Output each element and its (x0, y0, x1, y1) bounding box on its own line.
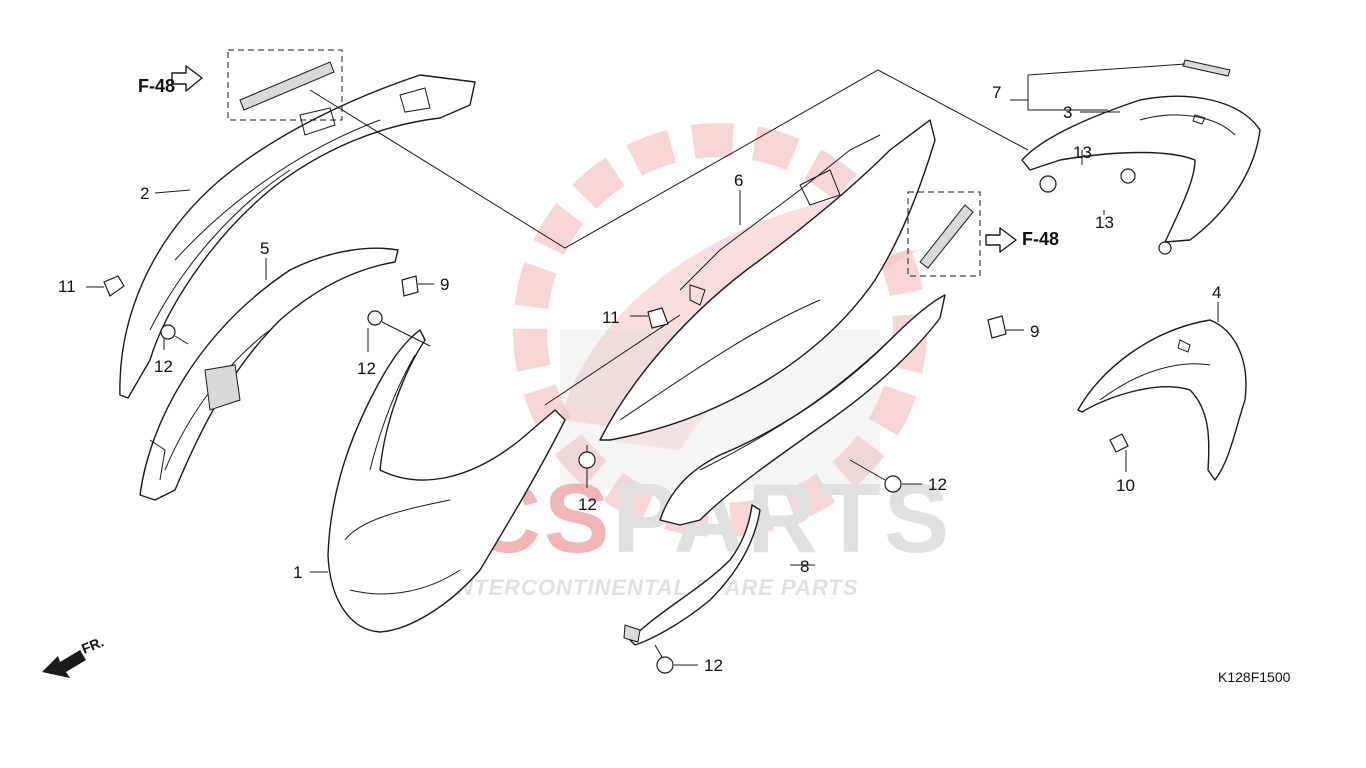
fastener-12-e (654, 644, 674, 674)
callout-9-left: 9 (440, 275, 449, 294)
part-6-cover (599, 119, 936, 441)
callout-2: 2 (140, 184, 149, 203)
part-1-cover (327, 329, 566, 633)
callout-12-e: 12 (704, 656, 723, 675)
f48-right-label: F-48 (1022, 229, 1059, 249)
fastener-9-right (987, 315, 1007, 339)
callout-4: 4 (1212, 283, 1221, 302)
assembly-lines (309, 63, 1186, 406)
fastener-12-b (367, 310, 431, 347)
f48-left-arrow (171, 65, 203, 92)
diagram-code: K128F1500 (1218, 669, 1291, 685)
decal-right-box (907, 191, 981, 277)
callout-leaders (86, 99, 1219, 666)
callout-9-right: 9 (1030, 322, 1039, 341)
callout-7: 7 (992, 83, 1001, 102)
callout-5: 5 (260, 239, 269, 258)
fastener-10 (1109, 433, 1129, 453)
fastener-13-c (1158, 241, 1172, 255)
part-3-rear-cover (1021, 95, 1261, 243)
fastener-13-b (1120, 168, 1136, 184)
part-7-emblem (1182, 59, 1231, 77)
part-8-trim (623, 294, 946, 646)
front-direction-label: FR. (79, 633, 106, 656)
callout-1: 1 (293, 563, 302, 582)
callout-labels: 1 2 3 4 5 6 7 8 9 9 10 11 11 12 12 12 12… (58, 83, 1221, 675)
callout-6: 6 (734, 171, 743, 190)
f48-left-label: F-48 (138, 76, 175, 96)
watermark-tagline: INTERCONTINENTAL SPARE PARTS (450, 575, 859, 600)
callout-12-b: 12 (357, 359, 376, 378)
callout-8: 8 (800, 557, 809, 576)
fastener-9-left (401, 275, 419, 297)
part-2-cover (119, 74, 476, 399)
callout-12-c: 12 (578, 495, 597, 514)
fastener-11-left (103, 275, 125, 297)
callout-10: 10 (1116, 476, 1135, 495)
callout-13-b: 13 (1095, 213, 1114, 232)
fastener-13-a (1039, 175, 1057, 193)
decal-left-box (227, 49, 343, 121)
callout-13-a: 13 (1073, 143, 1092, 162)
fastener-11-mid (647, 307, 669, 329)
callout-11-left: 11 (58, 277, 76, 296)
front-direction-arrow: FR. (42, 633, 106, 678)
fastener-12-d (849, 459, 902, 493)
callout-3: 3 (1063, 103, 1072, 122)
part-5-panel (139, 247, 399, 501)
callout-12-d: 12 (928, 475, 947, 494)
f48-right-arrow (985, 227, 1017, 253)
callout-11-mid: 11 (602, 308, 620, 327)
callout-12-a: 12 (154, 357, 173, 376)
fastener-12-a (160, 324, 189, 345)
part-4-fender (1077, 319, 1247, 481)
